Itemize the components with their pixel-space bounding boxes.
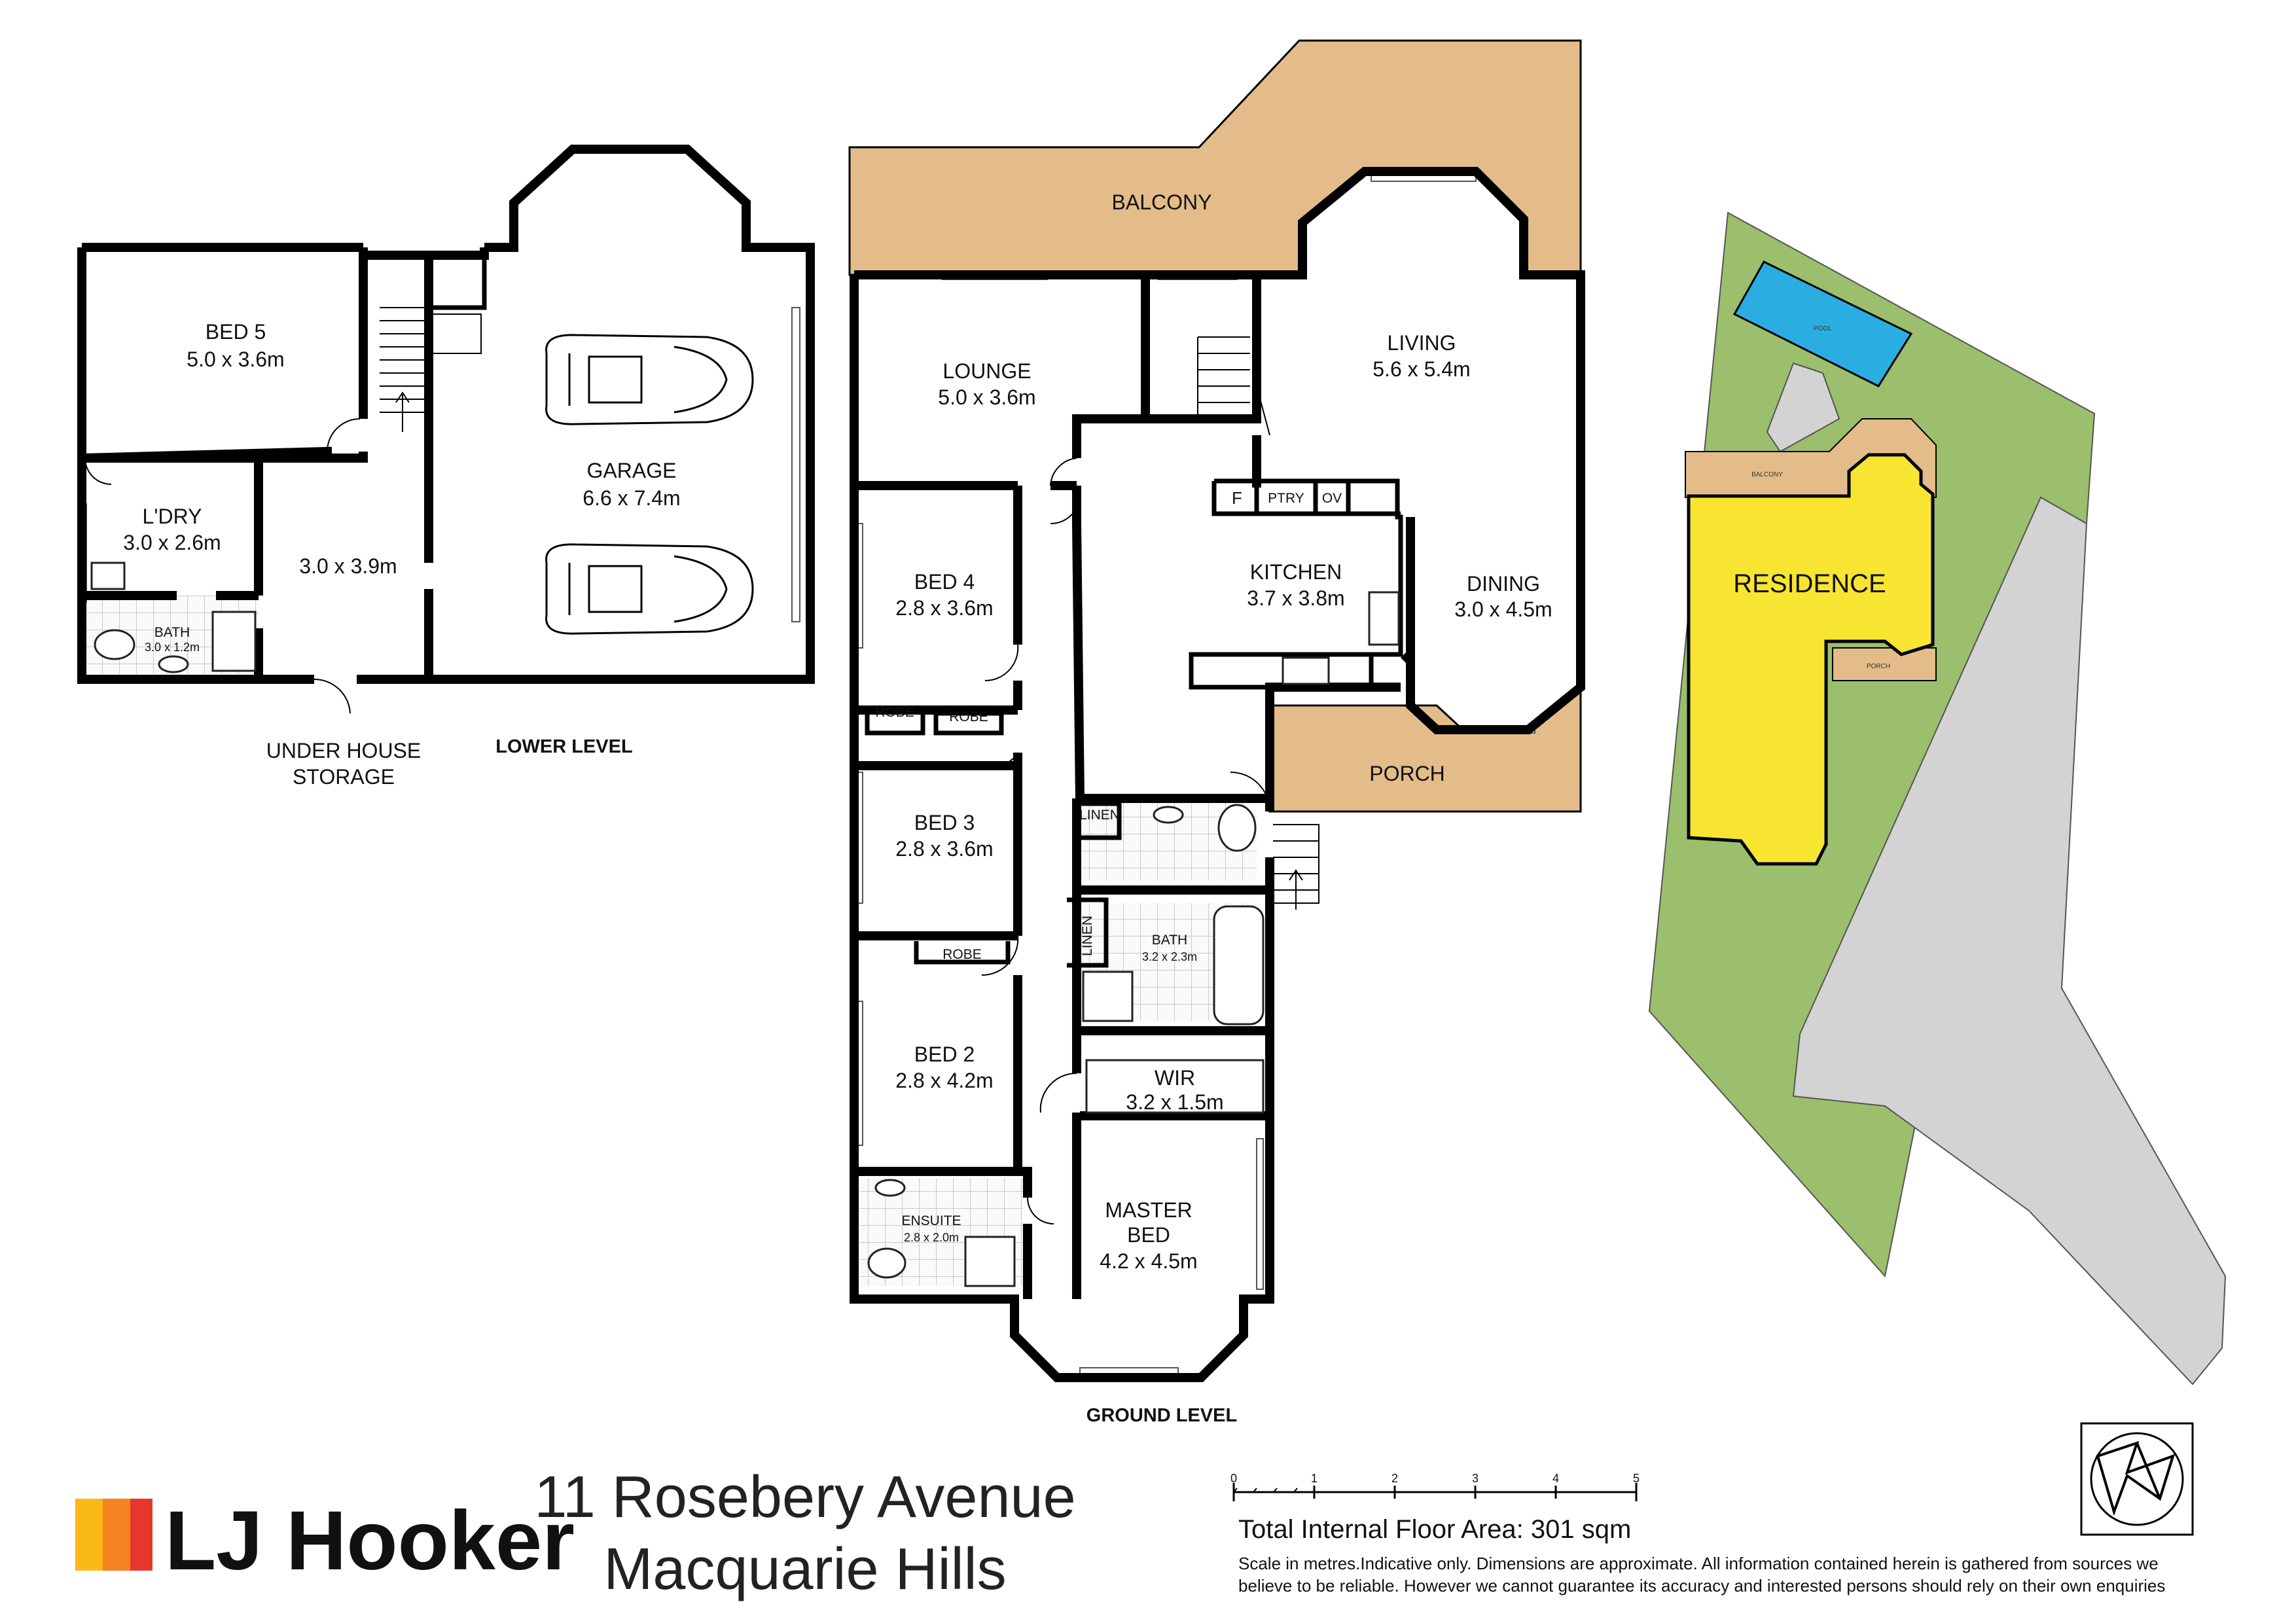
room-dim-wir: 3.2 x 1.5m: [1126, 1090, 1223, 1114]
room-dim-ensuite: 2.8 x 2.0m: [904, 1231, 959, 1244]
balcony-deck: [848, 39, 1582, 276]
label-linen-2: LINEN: [1080, 916, 1095, 956]
scale-tick-4: 4: [1552, 1472, 1559, 1485]
room-dim-bed4: 2.8 x 3.6m: [895, 596, 993, 620]
room-name-bath: BATH: [1152, 933, 1187, 948]
room-dim-bed2: 2.8 x 4.2m: [895, 1069, 993, 1092]
window: [791, 307, 800, 622]
lower-stairs: [380, 307, 482, 432]
basin-icon: [158, 655, 189, 673]
room-dim-bed5: 5.0 x 3.6m: [187, 348, 284, 371]
north-arrow-icon: [2080, 1422, 2194, 1536]
site-driveway: [1792, 496, 2227, 1385]
car-icon: [545, 543, 754, 635]
scale-tick-0: 0: [1230, 1472, 1237, 1485]
address-line-1: 11 Rosebery Avenue: [534, 1465, 1075, 1530]
room-name-ensuite: ENSUITE: [901, 1213, 961, 1228]
room-dim-dining: 3.0 x 4.5m: [1454, 597, 1552, 621]
site-residence-label: RESIDENCE: [1733, 569, 1886, 598]
room-dim-living: 5.6 x 5.4m: [1372, 357, 1470, 381]
label-robe-2: ROBE: [949, 709, 988, 724]
label-fridge: F: [1232, 488, 1242, 508]
room-name-storage-2: STORAGE: [293, 765, 395, 789]
label-oven: OV: [1322, 491, 1342, 506]
room-dim-bed3: 2.8 x 3.6m: [895, 837, 993, 861]
room-dim-kitchen: 3.7 x 3.8m: [1247, 586, 1344, 610]
ground-level-label: GROUND LEVEL: [1086, 1405, 1237, 1426]
room-dim-bath: 3.2 x 2.3m: [1142, 950, 1197, 963]
site-pool-label: POOL: [1814, 325, 1832, 332]
room-name-master-2: BED: [1127, 1223, 1170, 1247]
scale-tick-2: 2: [1391, 1472, 1398, 1485]
floor-area: Total Internal Floor Area: 301 sqm: [1238, 1515, 1631, 1544]
window: [1256, 1138, 1264, 1290]
room-name-balcony: BALCONY: [1112, 190, 1212, 214]
room-name-bed4: BED 4: [914, 570, 975, 594]
site-balcony-label: BALCONY: [1751, 471, 1783, 478]
room-dim-rumpus: 3.0 x 3.9m: [299, 554, 397, 578]
shower-icon: [211, 611, 257, 672]
car-icon: [545, 334, 754, 425]
room-name-porch: PORCH: [1369, 762, 1445, 785]
ground-level: [848, 39, 1585, 1382]
room-name-garage: GARAGE: [587, 459, 677, 482]
site-pool: [1732, 260, 1913, 387]
room-name-wir: WIR: [1155, 1066, 1195, 1090]
room-name-storage: UNDER HOUSE: [266, 739, 421, 762]
site-residence: [1687, 453, 1935, 866]
sink-icon: [90, 562, 126, 590]
disclaimer-line-1: Scale in metres.Indicative only. Dimensi…: [1238, 1554, 2159, 1573]
lower-level-label: LOWER LEVEL: [495, 736, 632, 757]
label-linen-1: LINEN: [1079, 808, 1120, 823]
toilet-icon: [867, 1247, 906, 1279]
room-dim-master: 4.2 x 4.5m: [1100, 1249, 1197, 1273]
room-name-bed2: BED 2: [914, 1043, 975, 1066]
scale-tick-5: 5: [1633, 1472, 1640, 1485]
wir-shelf: [1085, 1059, 1265, 1114]
site-path: [1766, 362, 1840, 453]
room-name-dining: DINING: [1467, 572, 1540, 596]
scale-bar: [1232, 1483, 1638, 1501]
site-plan: [1648, 211, 2227, 1385]
room-name-bed3: BED 3: [914, 811, 975, 834]
porch-deck: [1268, 685, 1582, 813]
lj-hooker-logo: LJ Hooker: [75, 1494, 575, 1588]
room-name-master: MASTER: [1105, 1198, 1192, 1222]
lower-level: [77, 145, 815, 714]
disclaimer-line-2: believe to be reliable. However we canno…: [1238, 1576, 2165, 1596]
scale-tick-3: 3: [1472, 1472, 1479, 1485]
label-robe-1: ROBE: [875, 705, 914, 720]
room-name-laundry: L'DRY: [143, 505, 202, 528]
cooktop-icon: [1368, 591, 1400, 646]
toilet-icon: [1217, 804, 1257, 852]
room-dim-laundry: 3.0 x 2.6m: [123, 531, 221, 554]
room-dim-garage: 6.6 x 7.4m: [583, 486, 680, 510]
shower-icon: [1082, 971, 1134, 1022]
room-name-bed5: BED 5: [206, 320, 266, 344]
basin-icon: [874, 1179, 906, 1197]
room-name-lower-bath: BATH: [154, 625, 190, 640]
bathtub-icon: [1213, 905, 1265, 1026]
kitchen-sink-icon: [1282, 656, 1330, 685]
room-name-lounge: LOUNGE: [942, 359, 1031, 383]
room-dim-lounge: 5.0 x 3.6m: [938, 385, 1035, 409]
ground-stairs: [1197, 336, 1319, 910]
shower-icon: [964, 1236, 1016, 1287]
basin-icon: [1153, 806, 1184, 824]
scale-tick-1: 1: [1311, 1472, 1318, 1485]
brand-name: LJ Hooker: [165, 1494, 575, 1588]
room-name-living: LIVING: [1388, 331, 1456, 355]
room-dim-lower-bath: 3.0 x 1.2m: [145, 641, 200, 654]
address-line-2: Macquarie Hills: [603, 1537, 1006, 1602]
toilet-icon: [94, 629, 135, 660]
label-robe-3: ROBE: [942, 947, 982, 962]
room-name-kitchen: KITCHEN: [1250, 560, 1342, 584]
label-pantry: PTRY: [1268, 491, 1304, 506]
site-porch-label: PORCH: [1867, 663, 1890, 670]
